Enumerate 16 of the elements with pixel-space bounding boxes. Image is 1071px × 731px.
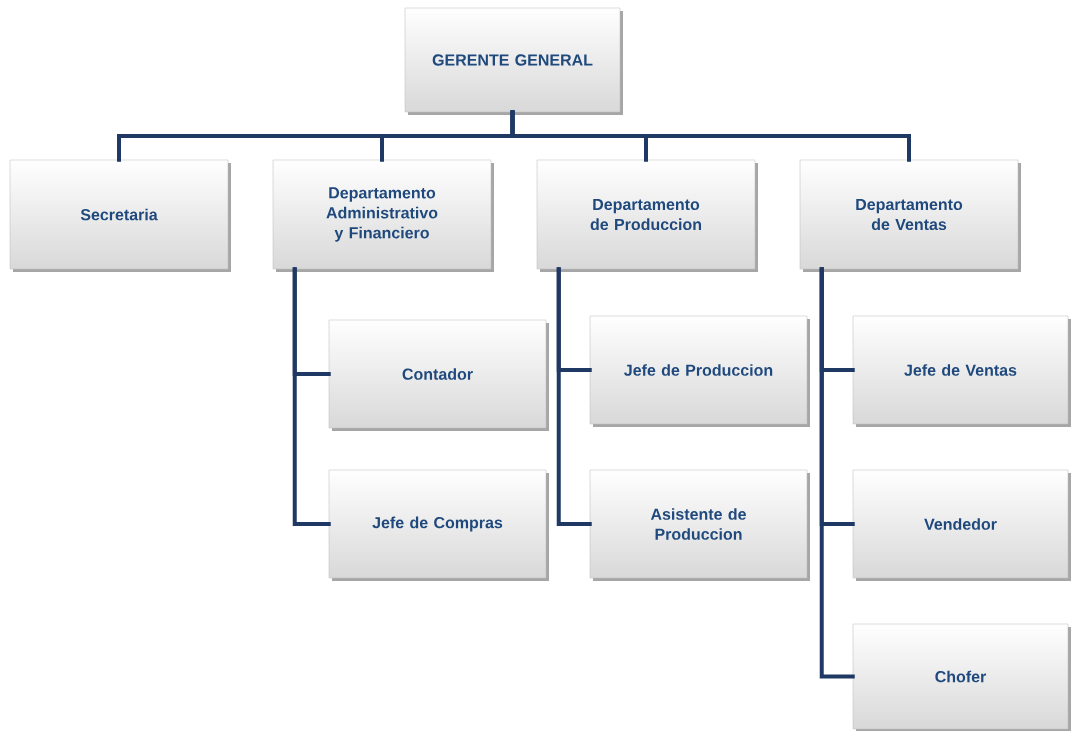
org-box: Departamento Administrativo y Financiero [272,159,494,272]
org-box: Jefe de Ventas [852,315,1071,427]
org-box: Vendedor [852,469,1071,581]
connector-line [819,267,855,679]
org-box: Jefe de Compras [328,469,549,581]
org-box: Departamento de Produccion [536,159,758,272]
connector-line [556,267,592,526]
org-box: GERENTE GENERAL [404,7,623,115]
org-box: Contador [328,319,549,431]
org-box: Asistente de Produccion [589,469,810,581]
org-box: Jefe de Produccion [589,315,810,427]
connector-line [292,267,331,526]
org-box: Secretaria [9,159,231,272]
org-box: Departamento de Ventas [799,159,1021,272]
org-box: Chofer [852,623,1071,731]
connector-line [510,110,911,162]
